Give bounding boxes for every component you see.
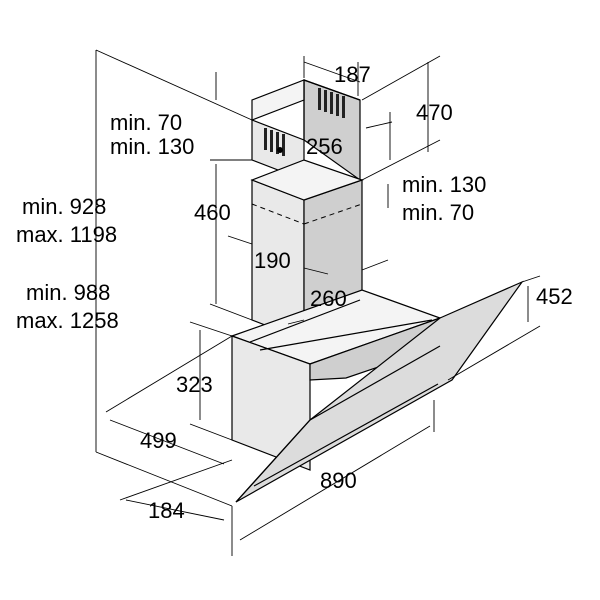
vent-slots-upper (264, 88, 345, 156)
dim-chimney-depth: 256 (306, 134, 343, 159)
dim-height-min-928: min. 928 (22, 194, 106, 219)
glass-panel (235, 280, 524, 503)
dim-inner-width: 190 (254, 248, 291, 273)
dim-min-130-upper: min. 130 (110, 134, 194, 159)
dim-chimney-lower-height: 460 (194, 200, 231, 225)
dim-min-70-upper: min. 70 (110, 110, 182, 135)
dim-front-depth: 184 (148, 498, 185, 523)
dim-min-70-right: min. 70 (402, 200, 474, 225)
dim-total-width: 890 (320, 468, 357, 493)
screw-hole-icon (277, 147, 283, 153)
dim-body-height: 323 (176, 372, 213, 397)
hood-body (230, 289, 442, 471)
dim-glass-height: 452 (536, 284, 573, 309)
dim-height-min-988: min. 988 (26, 280, 110, 305)
dim-chimney-width: 187 (334, 62, 371, 87)
dim-chimney-top-height: 470 (416, 100, 453, 125)
dim-height-max-1198: max. 1198 (16, 222, 117, 247)
dim-body-depth: 499 (140, 428, 177, 453)
dimension-lines (95, 49, 541, 556)
dim-min-130-right: min. 130 (402, 172, 486, 197)
dim-height-max-1258: max. 1258 (16, 308, 119, 333)
chimney-upper (251, 79, 361, 182)
dim-inner-depth: 260 (310, 286, 347, 311)
